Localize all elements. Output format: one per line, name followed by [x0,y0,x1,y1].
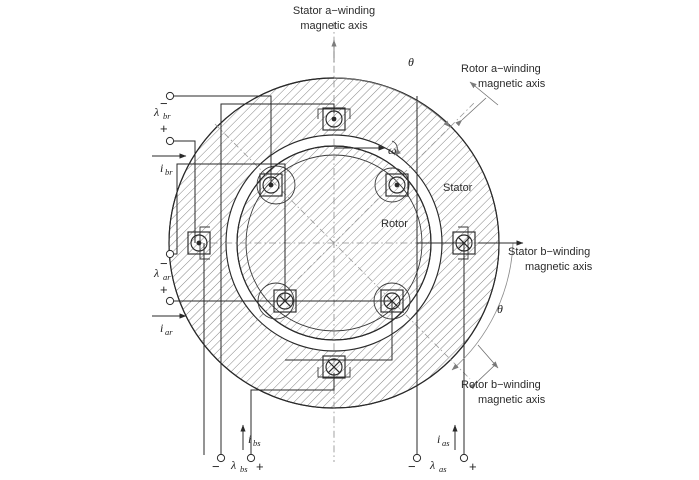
theta-angle-top: θ [333,55,451,128]
terminal-br-flux-sub: br [163,111,171,121]
slot-right [458,226,469,260]
rotor-notch-upper-left [256,165,296,205]
conductor-rotor-lower-left [273,289,297,313]
terminal-br: − λ br + i br [152,91,187,177]
terminal-as-flux-sub: as [439,464,447,474]
terminal-bs-positive-post[interactable] [246,453,256,463]
wire-bs-negative [220,103,335,455]
rotor-notch-upper-right [374,167,410,203]
terminal-ar-current-symbol: i [160,321,163,335]
terminal-bs-minus: − [212,459,220,474]
terminal-ar-flux-symbol: λ [153,266,159,280]
conductor-rotor-upper-left [259,173,283,197]
label-stator-a-axis: Stator a−winding magnetic axis [293,5,375,32]
rotor-b-axis-line1: Rotor b−winding [461,379,541,391]
conductor-stator-left [187,231,211,255]
terminal-br-current-symbol: i [160,161,163,175]
theta-arc-top [333,77,451,128]
terminal-ar-current-sub: ar [165,327,173,337]
terminal-as-positive-post[interactable] [459,453,469,463]
theta-arc-right [451,242,514,371]
conductor-stator-top [322,107,346,131]
rotor-region-label: Rotor [381,218,408,230]
terminal-ar-minus: − [160,256,168,271]
terminal-ar-plus: + [160,282,168,297]
rotor-hatching [237,146,431,340]
terminal-br-minus: − [160,96,168,111]
stator-b-axis-line1: Stator b−winding [508,246,590,258]
terminal-ar-positive-post[interactable] [165,296,175,306]
stator-wiring [203,96,465,455]
rotor-b-axis-leader [477,344,499,369]
terminal-ar: − λ ar + i ar [152,249,187,337]
conductor-stator-bottom [322,355,346,379]
terminal-bs-current-symbol: i [248,432,251,446]
omega-curved-arrow [391,140,401,156]
rotor-a-axis-line [249,100,477,328]
stator-a-axis-line2: magnetic axis [300,20,368,32]
wire-ar-negative [170,163,286,301]
terminal-as-flux-symbol: λ [429,458,435,472]
terminal-as-current-symbol: i [437,432,440,446]
terminal-as-current-sub: as [442,438,450,448]
terminal-as-negative-post[interactable] [412,453,422,463]
omega-rotation-indicator: ω [334,140,401,157]
terminal-as-minus: − [408,459,416,474]
label-stator-b-axis: Stator b−winding magnetic axis [508,246,593,273]
terminal-ar-flux-sub: ar [163,272,171,282]
rotor-b-axis-line [214,123,471,380]
theta-right-label: θ [497,302,503,316]
terminal-bs-flux-sub: bs [240,464,248,474]
rotor-a-axis-line1: Rotor a−winding [461,63,541,75]
rotor-b-axis-pointer [469,363,497,390]
rotor-a-axis-line2: magnetic axis [478,78,546,90]
terminal-bs-current-sub: bs [253,438,261,448]
terminal-br-plus: + [160,121,168,136]
terminal-as: − λ as + i as [408,424,477,474]
terminal-bs: − λ bs + i bs [212,424,264,474]
label-rotor-b-axis: Rotor b−winding magnetic axis [461,379,546,406]
terminal-bs-plus: + [256,459,264,474]
terminal-br-current-sub: br [165,167,173,177]
wire-bs-positive [250,373,335,455]
conductor-stator-right [452,231,476,255]
terminal-br-flux-symbol: λ [153,105,159,119]
rotor-a-axis-leader [469,81,499,106]
terminal-br-positive-post[interactable] [165,136,175,146]
terminal-bs-negative-post[interactable] [216,453,226,463]
stator-region-label: Stator [443,182,473,194]
terminal-br-negative-post[interactable] [165,91,175,101]
conductor-rotor-upper-right [385,173,409,197]
stator-b-axis-line2: magnetic axis [525,261,593,273]
conductor-rotor-lower-right [380,289,404,313]
rotor-wiring [170,95,393,361]
rotor-a-axis-pointer [455,97,487,127]
wire-br-negative [170,95,272,175]
terminal-ar-negative-post[interactable] [165,249,175,259]
stator-a-axis-line1: Stator a−winding [293,5,375,17]
terminal-bs-flux-symbol: λ [230,458,236,472]
theta-top-label: θ [408,55,414,69]
omega-label: ω [388,143,396,157]
wire-br-positive [170,140,196,185]
label-rotor-a-axis: Rotor a−winding magnetic axis [461,63,546,90]
axis-arrows [331,39,524,390]
terminal-as-plus: + [469,459,477,474]
rotor-body [236,145,432,341]
theta-angle-right: θ [451,242,514,371]
rotor-b-axis-line2: magnetic axis [478,394,546,406]
wire-ar-return [285,301,393,361]
